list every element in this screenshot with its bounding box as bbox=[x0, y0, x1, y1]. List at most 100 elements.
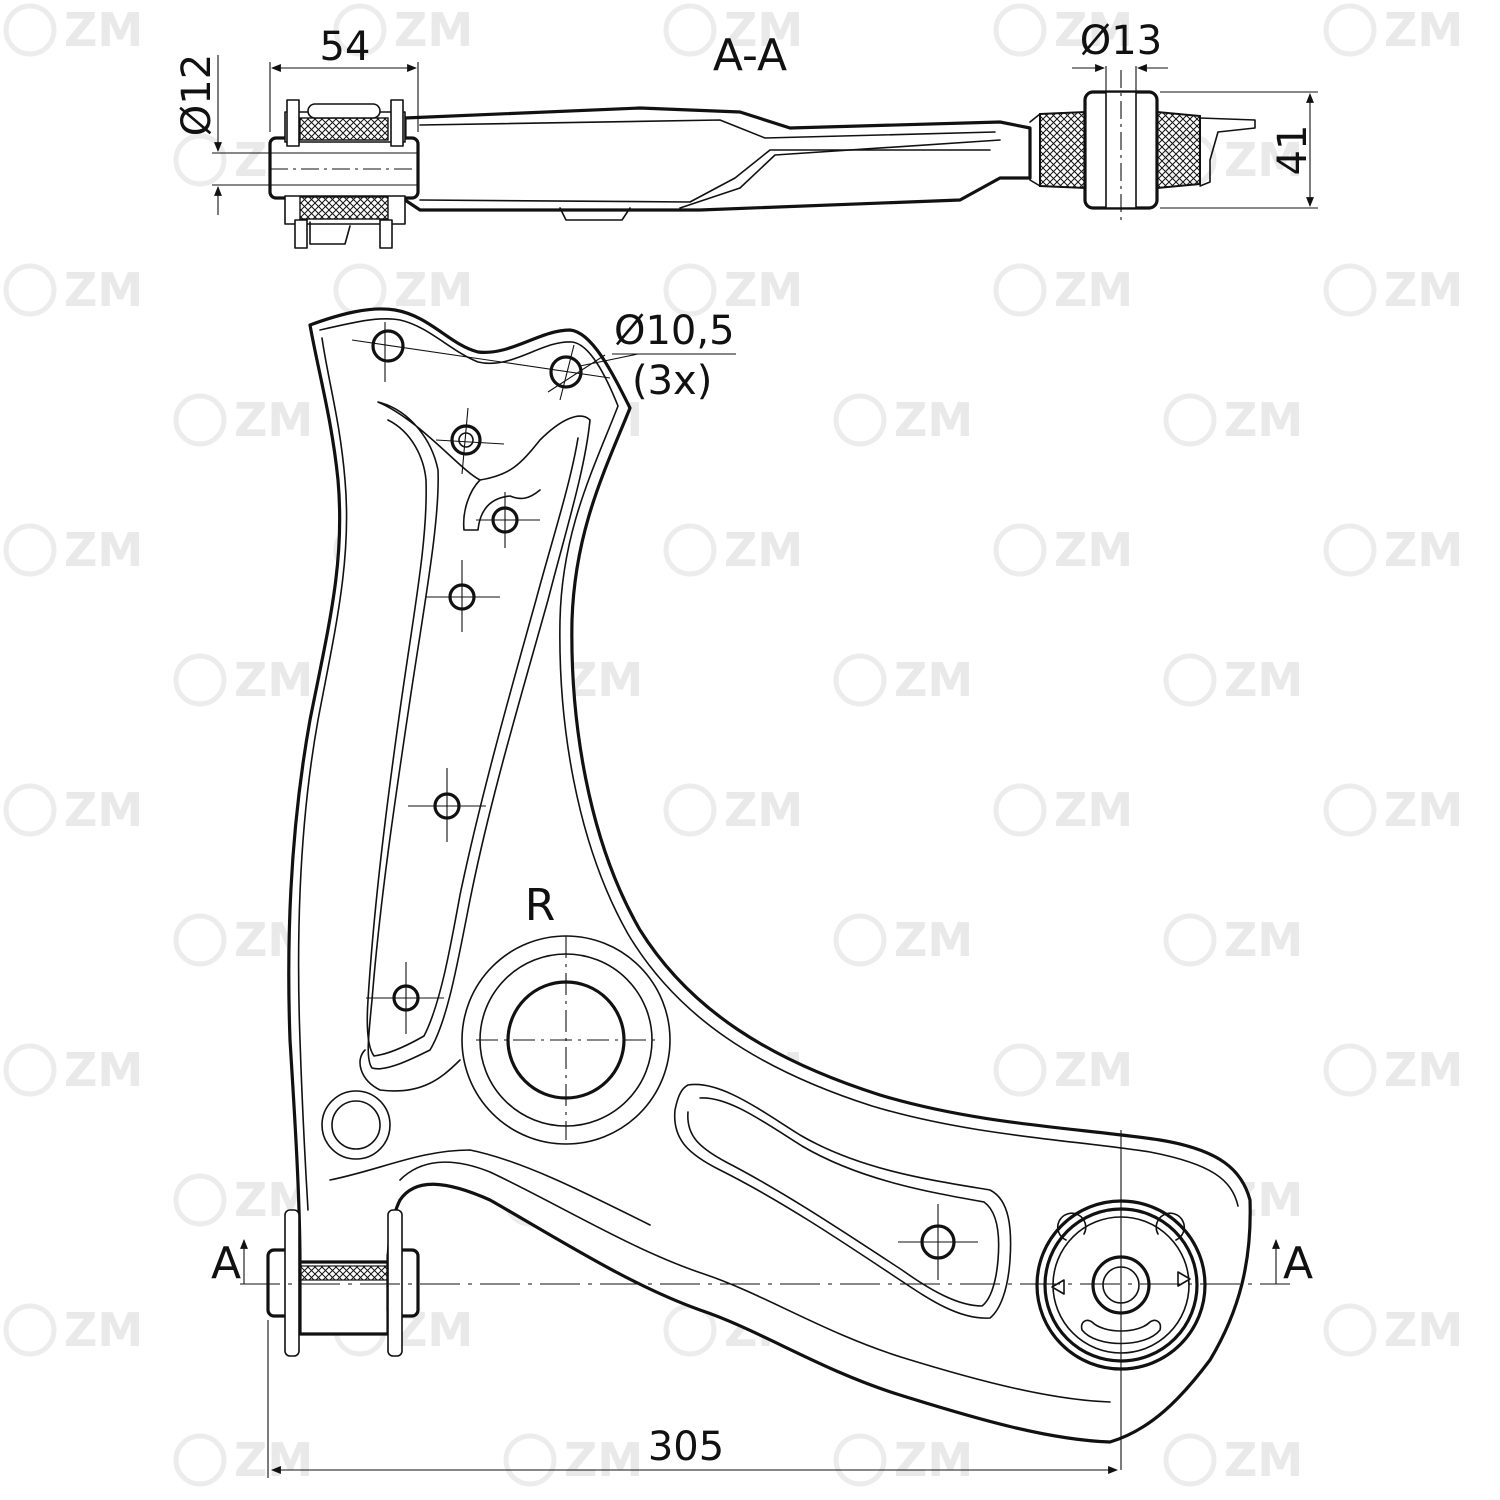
side-marker-r: R bbox=[525, 880, 556, 931]
watermark-logo bbox=[993, 3, 1047, 57]
watermark-text: ZM bbox=[234, 1433, 313, 1487]
front-bushing-section bbox=[268, 99, 420, 249]
hole-6 bbox=[408, 768, 486, 842]
watermark-logo bbox=[1163, 1433, 1217, 1487]
watermark-text: ZM bbox=[1054, 263, 1133, 317]
watermark-logo bbox=[1323, 523, 1377, 577]
watermark-logo bbox=[173, 913, 227, 967]
hole-4 bbox=[476, 492, 540, 548]
watermark-logo bbox=[3, 1303, 57, 1357]
section-view: 54 Ø12 A-A Ø13 41 bbox=[174, 18, 1318, 249]
watermark-text: ZM bbox=[64, 783, 143, 837]
center-bushing-r bbox=[359, 935, 671, 1145]
dim-bushing-length: 54 bbox=[320, 24, 371, 70]
watermark-logo bbox=[1163, 653, 1217, 707]
section-marker-right: A bbox=[1283, 1238, 1313, 1289]
dim-rear-bore: Ø13 bbox=[1080, 18, 1162, 64]
watermark-logo bbox=[3, 523, 57, 577]
watermark-text: ZM bbox=[234, 393, 313, 447]
hole-2 bbox=[547, 344, 606, 401]
plan-view: R bbox=[211, 307, 1313, 1478]
watermark-text: ZM bbox=[724, 783, 803, 837]
watermark-text: ZM bbox=[1384, 263, 1463, 317]
watermark-text: ZM bbox=[394, 263, 473, 317]
watermark-logo bbox=[173, 653, 227, 707]
watermark-logo bbox=[833, 913, 887, 967]
watermark-text: ZM bbox=[724, 263, 803, 317]
watermark-text: ZM bbox=[1054, 523, 1133, 577]
watermark-logo bbox=[833, 653, 887, 707]
watermark-logo bbox=[3, 263, 57, 317]
watermark-text: ZM bbox=[724, 3, 803, 57]
watermark-logo bbox=[833, 393, 887, 447]
section-marker-left: A bbox=[211, 1238, 241, 1289]
watermark-logo bbox=[1323, 1043, 1377, 1097]
watermark-logo bbox=[173, 1173, 227, 1227]
watermark-logo bbox=[663, 783, 717, 837]
watermark-text: ZM bbox=[1224, 393, 1303, 447]
watermark-text: ZM bbox=[564, 653, 643, 707]
watermark-logo bbox=[3, 1043, 57, 1097]
watermark-text: ZM bbox=[894, 1433, 973, 1487]
hole-5 bbox=[426, 560, 500, 632]
dim-section-height: 41 bbox=[1270, 125, 1316, 176]
dim-bushing-bore: Ø12 bbox=[174, 54, 220, 136]
watermark-text: ZM bbox=[1224, 913, 1303, 967]
watermark-text: ZM bbox=[564, 1433, 643, 1487]
watermark-logo bbox=[993, 1043, 1047, 1097]
watermark-logo bbox=[1323, 1303, 1377, 1357]
watermark-text: ZM bbox=[1224, 653, 1303, 707]
watermark-text: ZM bbox=[1054, 783, 1133, 837]
watermark-text: ZM bbox=[64, 523, 143, 577]
watermark-logo bbox=[333, 3, 387, 57]
watermark-logo bbox=[993, 783, 1047, 837]
watermark-text: ZM bbox=[1224, 133, 1303, 187]
watermark-logo bbox=[993, 523, 1047, 577]
watermark-text: ZM bbox=[894, 913, 973, 967]
watermark-text: ZM bbox=[1054, 1043, 1133, 1097]
watermark-text: ZM bbox=[1384, 1043, 1463, 1097]
watermark-logo bbox=[173, 133, 227, 187]
watermark-logo bbox=[503, 1433, 557, 1487]
front-bushing-plan bbox=[266, 1209, 420, 1357]
watermark-text: ZM bbox=[724, 523, 803, 577]
watermark-text: ZM bbox=[64, 3, 143, 57]
watermark-logo bbox=[1323, 263, 1377, 317]
watermark-text: ZM bbox=[64, 1043, 143, 1097]
hole-8 bbox=[898, 1204, 978, 1280]
watermark-text: ZM bbox=[64, 1303, 143, 1357]
mounting-holes bbox=[351, 322, 978, 1280]
watermark-text: ZM bbox=[1384, 1303, 1463, 1357]
watermark-text: ZM bbox=[1224, 1433, 1303, 1487]
watermark-logo bbox=[663, 3, 717, 57]
watermark-text: ZM bbox=[1054, 3, 1133, 57]
watermark-text: ZM bbox=[894, 653, 973, 707]
watermark-text: ZM bbox=[394, 3, 473, 57]
dim-hole-diameter: Ø10,5 bbox=[614, 308, 735, 354]
dim-hole-count: (3x) bbox=[632, 358, 712, 404]
watermark-text: ZM bbox=[234, 653, 313, 707]
watermark-logo bbox=[3, 3, 57, 57]
watermark-logo bbox=[833, 1433, 887, 1487]
watermark-logo bbox=[1163, 913, 1217, 967]
watermark-text: ZM bbox=[1384, 523, 1463, 577]
section-title: A-A bbox=[713, 30, 787, 81]
hole-3 bbox=[435, 407, 505, 475]
watermark-logo bbox=[3, 783, 57, 837]
dim-overall-length: 305 bbox=[648, 1424, 724, 1470]
watermark-logo bbox=[173, 393, 227, 447]
watermark-logo bbox=[1323, 3, 1377, 57]
watermark-logo bbox=[333, 263, 387, 317]
watermark-text: ZM bbox=[64, 263, 143, 317]
watermark-text: ZM bbox=[894, 393, 973, 447]
watermark-logo bbox=[663, 523, 717, 577]
watermark-logo bbox=[173, 1433, 227, 1487]
rear-bushing-section bbox=[1029, 70, 1256, 220]
watermark-logo bbox=[993, 263, 1047, 317]
arm-outline bbox=[287, 307, 1252, 1444]
watermark-logo bbox=[663, 263, 717, 317]
watermark-logo bbox=[1323, 783, 1377, 837]
hole-7 bbox=[366, 962, 444, 1034]
watermark-text: ZM bbox=[1384, 783, 1463, 837]
